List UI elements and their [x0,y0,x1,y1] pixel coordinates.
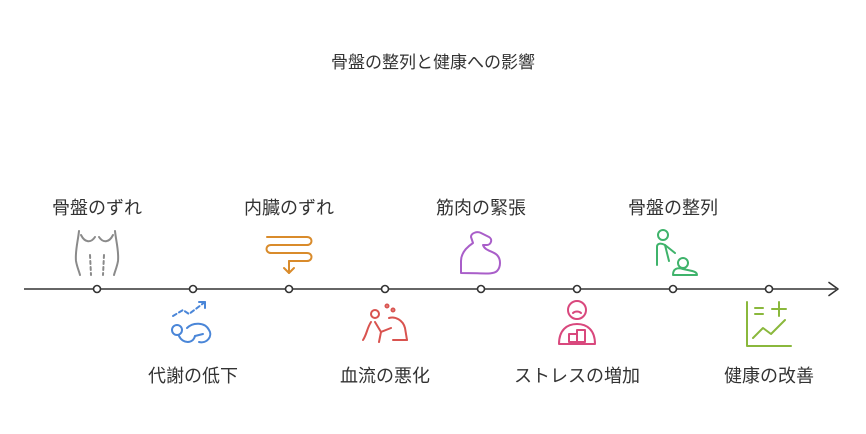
timeline-marker [476,284,486,294]
intestine-icon [261,225,317,281]
node-label-pelvis-alignment: 骨盤の整列 [628,198,718,219]
stressed-person-icon [549,296,605,352]
node-label-metabolism-decline: 代謝の低下 [148,366,238,387]
flexed-muscle-icon [453,225,509,281]
timeline-marker [284,284,294,294]
timeline-marker [764,284,774,294]
node-label-stress-increase: ストレスの増加 [514,366,640,387]
poor-circulation-icon [357,296,413,352]
node-label-poor-circulation: 血流の悪化 [340,366,430,387]
node-label-pelvis-misalignment: 骨盤のずれ [52,198,142,219]
node-label-organ-displacement: 内臓のずれ [244,198,334,219]
timeline-marker [668,284,678,294]
node-label-muscle-tension: 筋肉の緊張 [436,198,526,219]
timeline-marker [92,284,102,294]
timeline-marker [380,284,390,294]
chiropractic-icon [645,225,701,281]
timeline-arrowhead [828,281,839,297]
pelvis-misalignment-icon [69,225,125,281]
diagram-title: 骨盤の整列と健康への影響 [331,53,535,73]
node-label-health-improvement: 健康の改善 [724,366,814,387]
timeline-marker [188,284,198,294]
timeline-marker [572,284,582,294]
health-chart-icon [741,296,797,352]
metabolism-decline-icon [165,296,221,352]
